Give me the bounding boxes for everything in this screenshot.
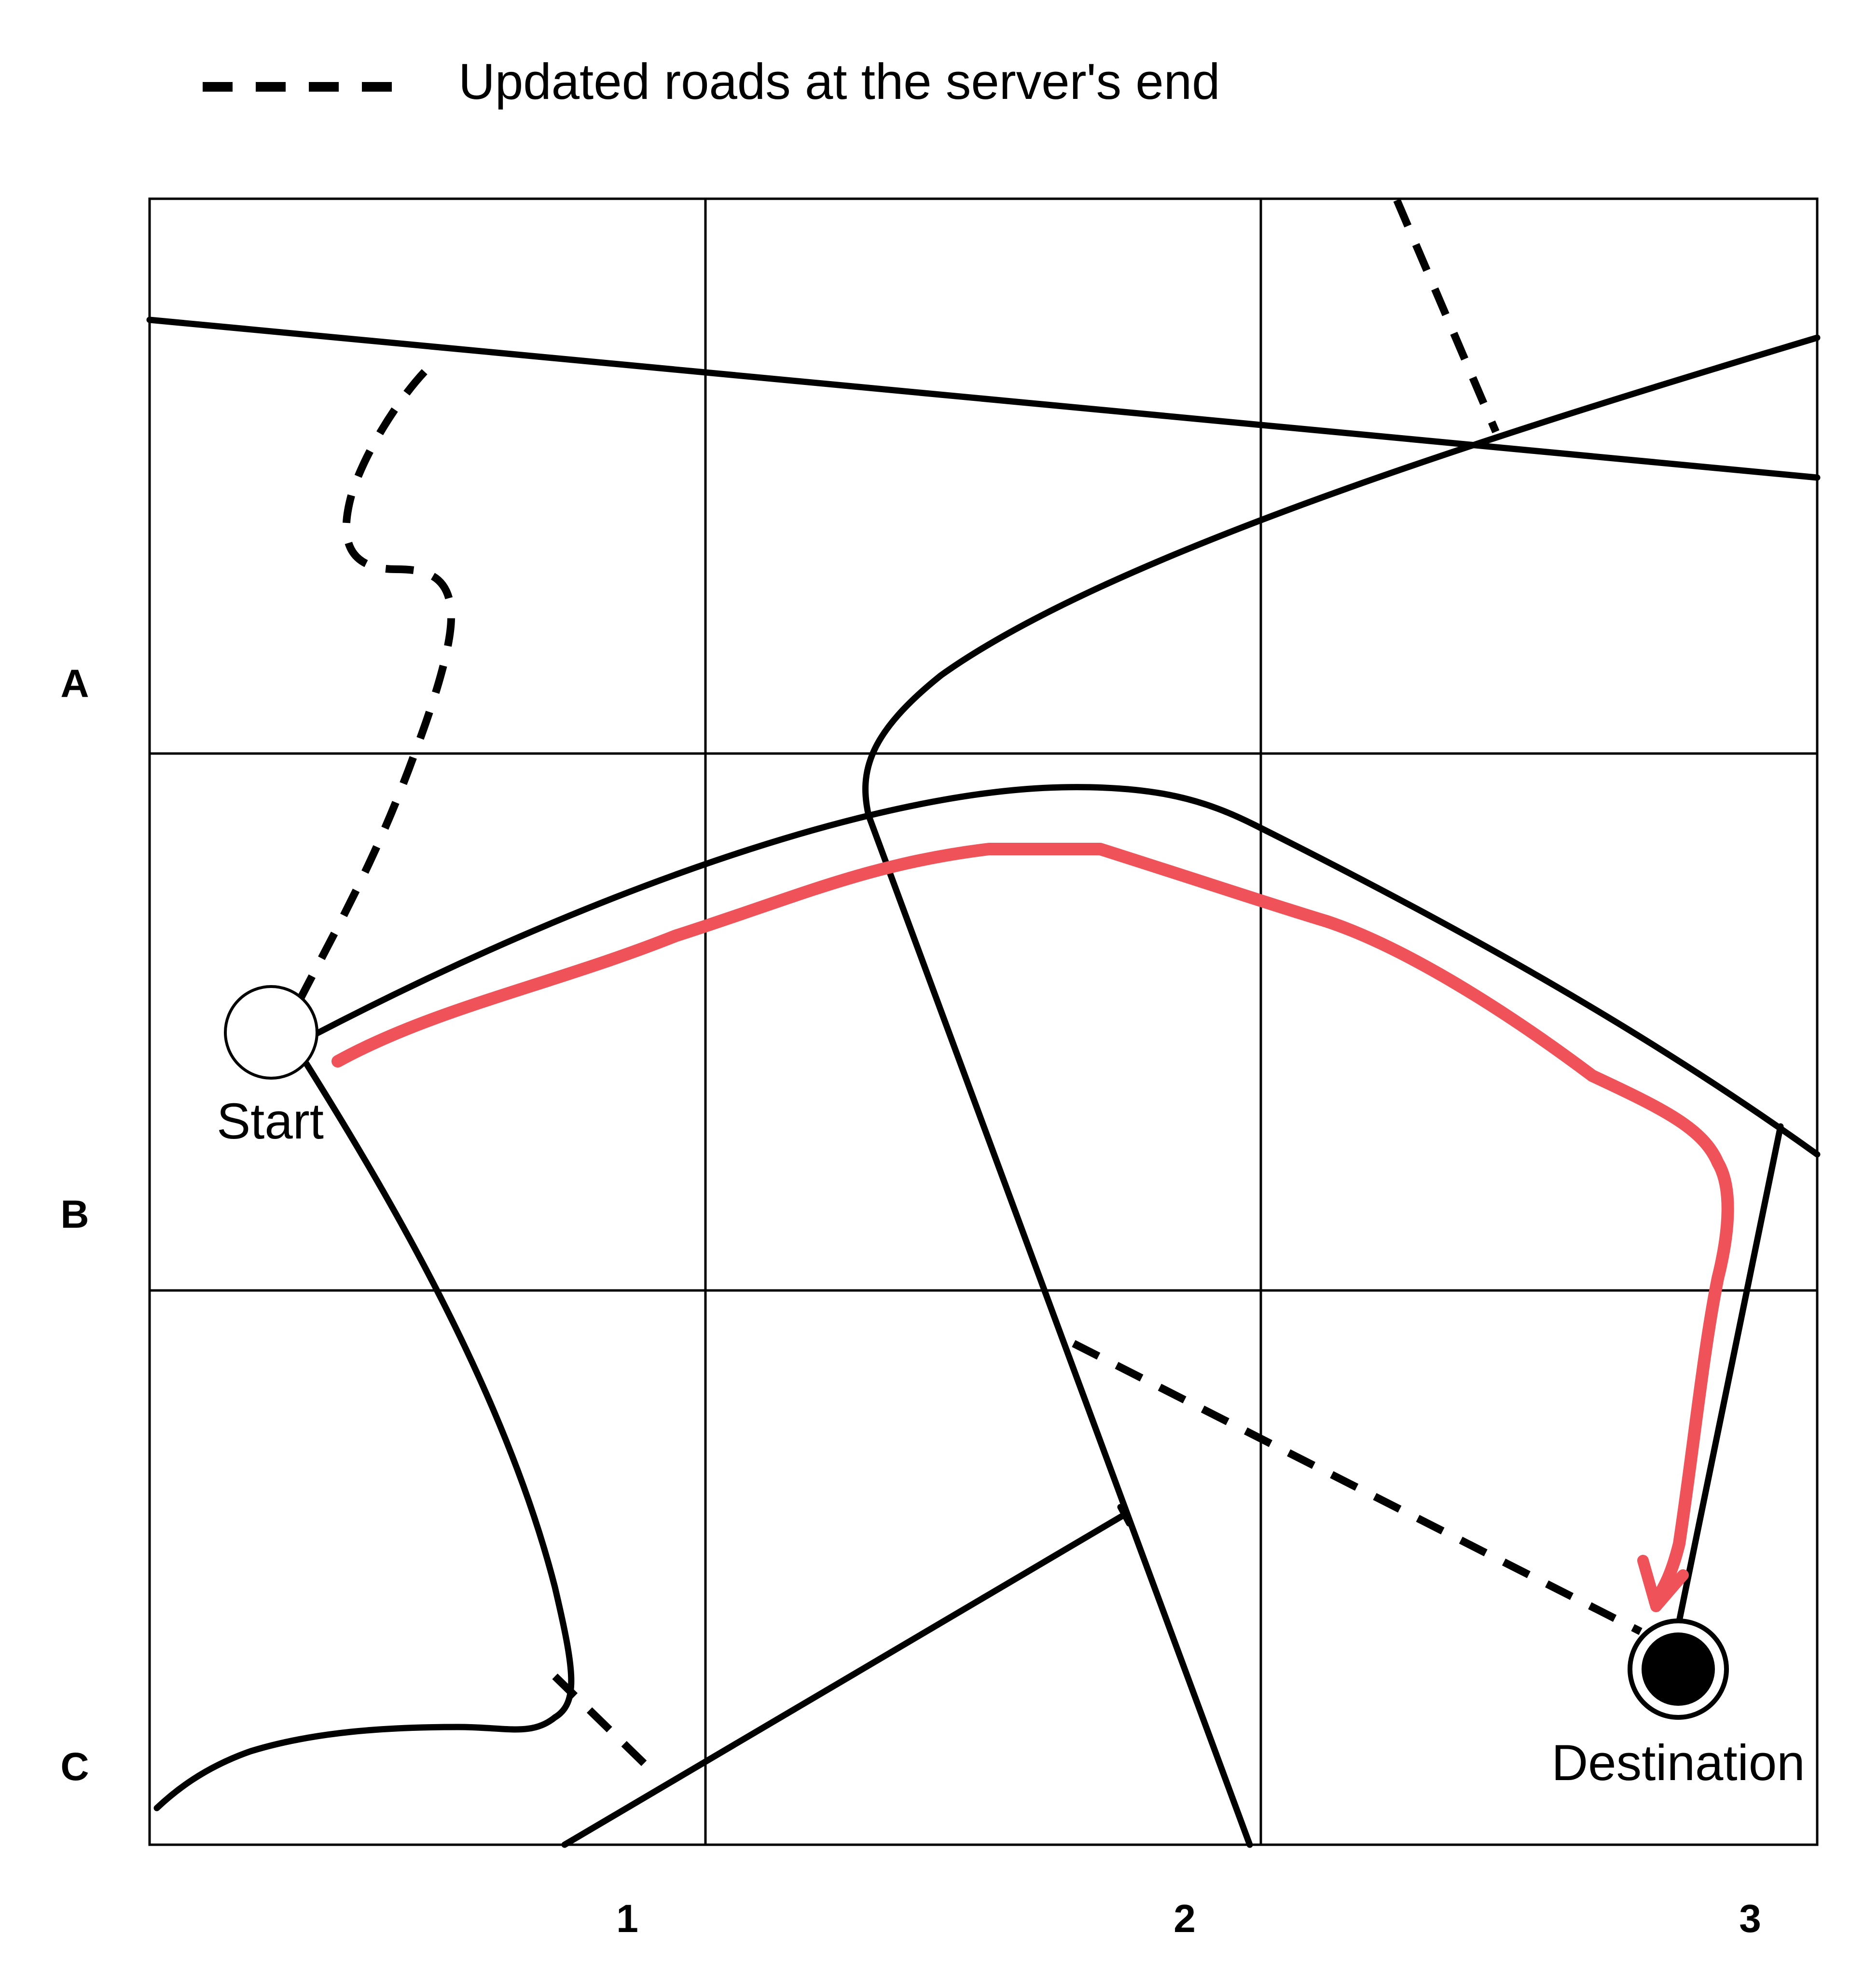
route-arrowhead bbox=[1637, 1555, 1689, 1612]
road-arc-to-east bbox=[313, 784, 1821, 1158]
row-label-a: A bbox=[60, 662, 89, 706]
row-label-b: B bbox=[60, 1193, 89, 1236]
road-top-horizontal bbox=[146, 316, 1821, 481]
updated-road-to-destination bbox=[1072, 1340, 1643, 1635]
destination-dot bbox=[1642, 1632, 1715, 1706]
road-diagonal-curve bbox=[862, 334, 1821, 819]
destination-marker: Destination bbox=[1551, 1618, 1805, 1791]
start-marker: Start bbox=[217, 985, 324, 1150]
legend-dashed-label: Updated roads at the server's end bbox=[458, 54, 1220, 110]
grid-labels: A B C 1 2 3 bbox=[60, 662, 1761, 1941]
roads bbox=[146, 316, 1821, 1848]
start-circle bbox=[224, 985, 318, 1080]
route-line bbox=[331, 843, 1734, 1608]
destination-label: Destination bbox=[1551, 1735, 1805, 1791]
route bbox=[331, 843, 1734, 1612]
grid bbox=[148, 197, 1819, 1846]
updated-road-start-north bbox=[295, 364, 456, 1003]
row-label-c: C bbox=[60, 1745, 89, 1789]
road-south-diagonal-tick bbox=[1117, 1504, 1132, 1527]
legend: Updated roads at the server's end bbox=[203, 54, 1220, 110]
road-long-diagonal bbox=[865, 812, 1253, 1848]
column-label-2: 2 bbox=[1174, 1897, 1196, 1941]
road-destination-spur bbox=[1675, 1123, 1784, 1629]
updated-road-south-spur bbox=[552, 1673, 657, 1776]
grid-border bbox=[148, 197, 1819, 1846]
updated-road-northeast bbox=[1393, 198, 1500, 434]
column-label-3: 3 bbox=[1739, 1897, 1761, 1941]
updated-roads bbox=[295, 198, 1643, 1776]
road-south-diagonal bbox=[561, 1511, 1128, 1848]
road-start-south-curve bbox=[153, 1060, 575, 1811]
start-label: Start bbox=[217, 1093, 324, 1150]
column-label-1: 1 bbox=[616, 1897, 638, 1941]
